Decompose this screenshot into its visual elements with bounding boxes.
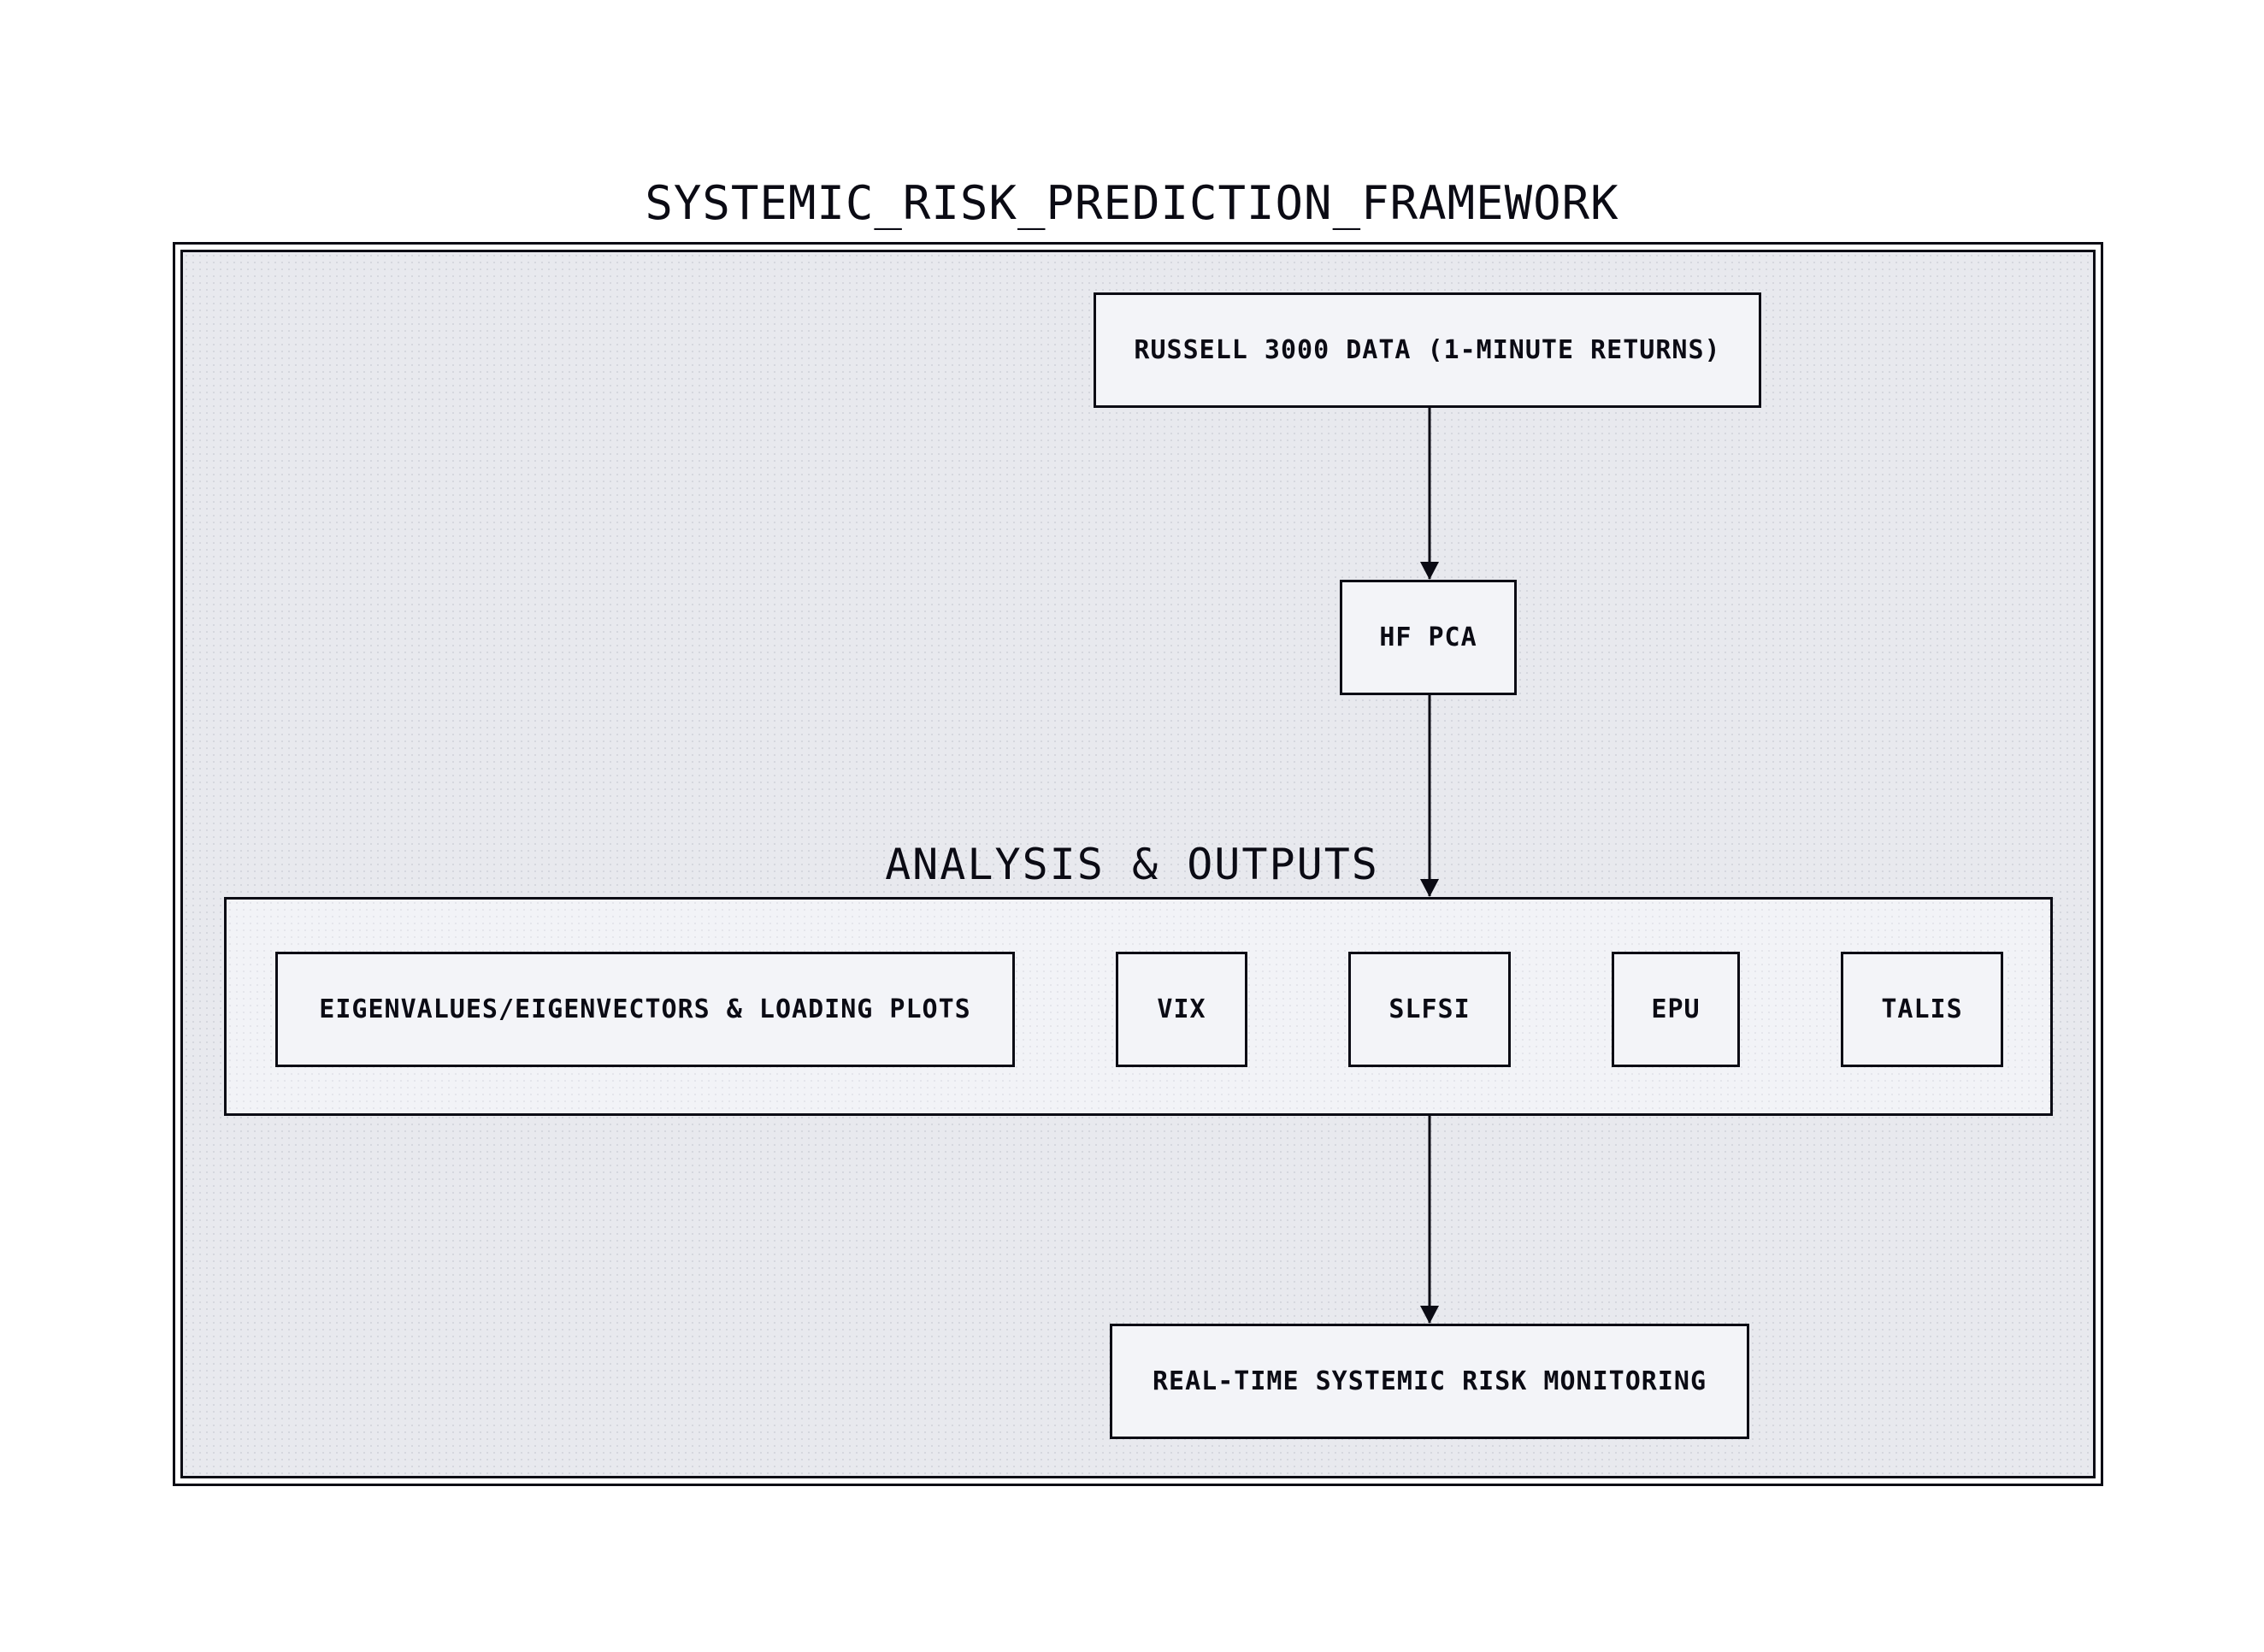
- node-slfsi: SLFSI: [1348, 952, 1511, 1067]
- node-epu: EPU: [1612, 952, 1740, 1067]
- group-label-analysis-outputs: ANALYSIS & OUTPUTS: [885, 840, 1379, 889]
- node-talis: TALIS: [1841, 952, 2003, 1067]
- node-hf-pca: HF PCA: [1340, 580, 1517, 695]
- node-vix: VIX: [1116, 952, 1247, 1067]
- node-real-time-monitoring: REAL-TIME SYSTEMIC RISK MONITORING: [1110, 1324, 1749, 1439]
- node-eigen-loading-plots: EIGENVALUES/EIGENVECTORS & LOADING PLOTS: [275, 952, 1015, 1067]
- framework-container: [180, 250, 2096, 1478]
- node-russell-3000-data: RUSSELL 3000 DATA (1-MINUTE RETURNS): [1094, 292, 1761, 408]
- diagram-title: SYSTEMIC_RISK_PREDICTION_FRAMEWORK: [645, 176, 1619, 230]
